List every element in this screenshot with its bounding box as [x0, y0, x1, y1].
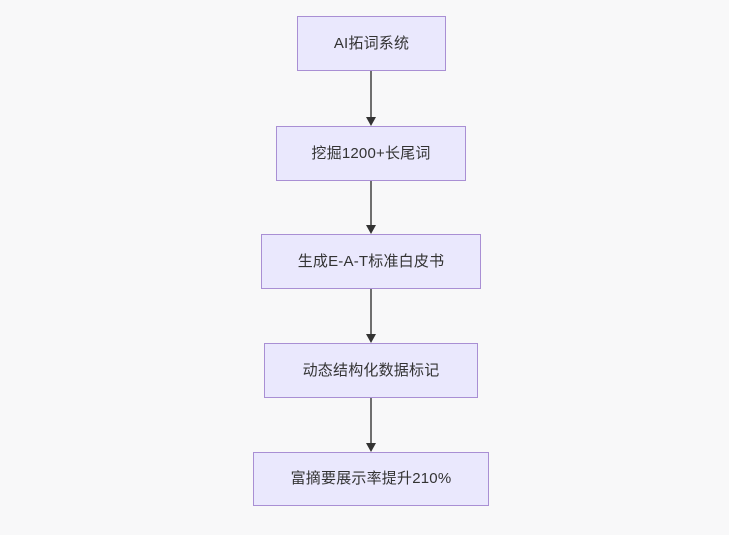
flow-node-dynamic-structured-data-markup[interactable]: 动态结构化数据标记 [264, 343, 478, 398]
edge-line [370, 71, 372, 118]
flow-node-label: 挖掘1200+长尾词 [311, 144, 431, 162]
flow-node-mine-longtail-keywords[interactable]: 挖掘1200+长尾词 [276, 126, 466, 181]
flow-node-rich-snippet-rate-increase[interactable]: 富摘要展示率提升210% [253, 452, 489, 506]
arrow-head-icon [366, 117, 376, 126]
arrow-head-icon [366, 334, 376, 343]
flow-node-label: 生成E-A-T标准白皮书 [297, 252, 445, 270]
flow-node-label: 动态结构化数据标记 [302, 361, 440, 379]
arrow-head-icon [366, 225, 376, 234]
flow-node-label: AI拓词系统 [333, 34, 410, 52]
flow-node-generate-eat-whitepaper[interactable]: 生成E-A-T标准白皮书 [261, 234, 481, 289]
flow-node-label: 富摘要展示率提升210% [290, 470, 452, 487]
edge-line [370, 398, 372, 444]
edge-line [370, 289, 372, 335]
arrow-head-icon [366, 443, 376, 452]
edge-line [370, 181, 372, 226]
flow-node-ai-keyword-system[interactable]: AI拓词系统 [297, 16, 446, 71]
